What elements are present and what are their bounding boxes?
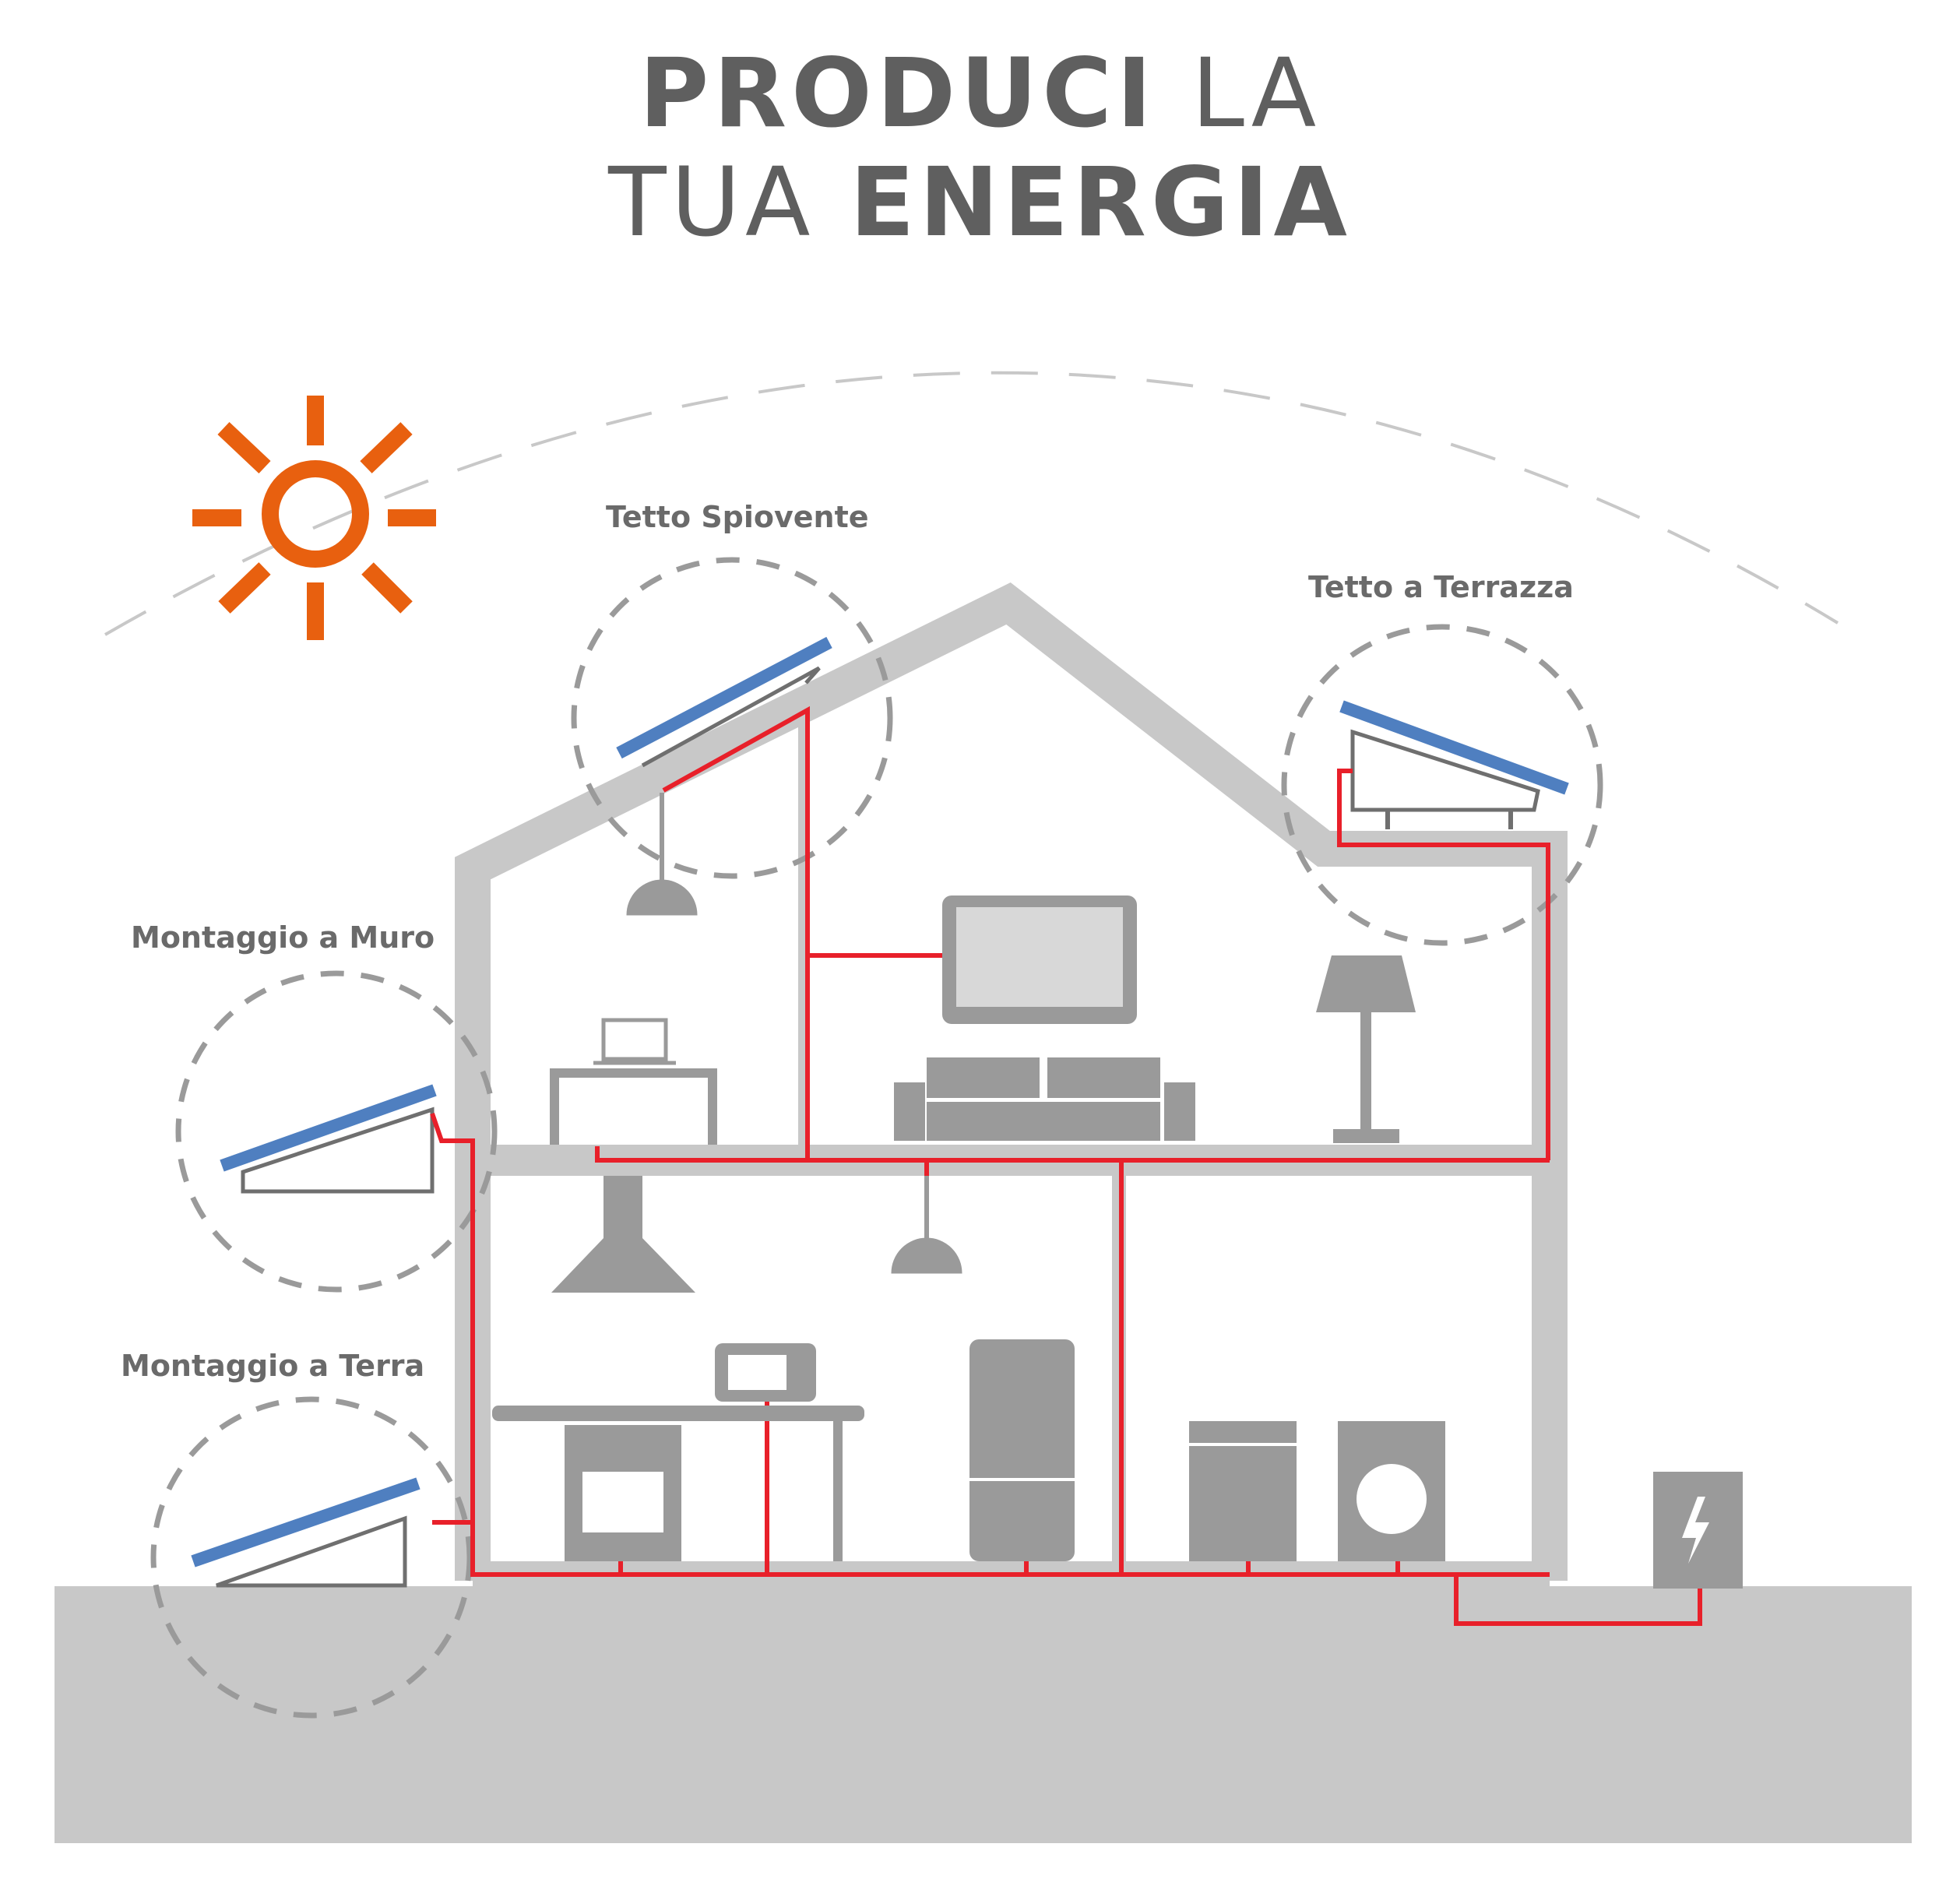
electric-meter-icon — [1653, 1472, 1743, 1589]
solar-panel-icon — [220, 1084, 437, 1194]
sofa-icon — [894, 1057, 1195, 1141]
dishwasher-icon — [1189, 1421, 1297, 1561]
solar-panel-icon — [1339, 700, 1569, 829]
lamp-icon — [626, 793, 698, 916]
washing-machine-icon — [1338, 1421, 1445, 1561]
fridge-icon — [969, 1339, 1075, 1561]
title-line-1: PRODUCI LA — [0, 39, 1960, 148]
kitchen-counter — [492, 1406, 864, 1561]
range-hood-icon — [551, 1176, 695, 1293]
label-wall-mount: Montaggio a Muro — [131, 920, 435, 955]
label-ground-mount: Montaggio a Terra — [121, 1349, 425, 1383]
title-word-la: LA — [1191, 38, 1321, 149]
ground — [55, 1586, 1912, 1843]
title-word-produci: PRODUCI — [639, 38, 1157, 149]
microwave-icon — [715, 1343, 816, 1402]
tv-icon — [942, 895, 1137, 1024]
label-flat-roof: Tetto a Terrazza — [1308, 570, 1574, 604]
solar-panel-icon — [191, 1477, 421, 1588]
sun-icon — [192, 396, 436, 640]
title-word-energia: ENERGIA — [850, 147, 1352, 258]
solar-panel-icon — [616, 636, 832, 768]
title-line-2: TUA ENERGIA — [0, 148, 1960, 257]
mount-highlight-circles — [150, 557, 1603, 1719]
page-title: PRODUCI LA TUA ENERGIA — [0, 39, 1960, 257]
lamp-icon — [891, 1176, 962, 1274]
title-word-tua: TUA — [608, 147, 815, 258]
laptop-icon — [550, 1018, 717, 1145]
oven-icon — [565, 1425, 681, 1561]
label-sloped-roof: Tetto Spiovente — [606, 500, 869, 534]
floor-lamp-icon — [1316, 955, 1416, 1143]
